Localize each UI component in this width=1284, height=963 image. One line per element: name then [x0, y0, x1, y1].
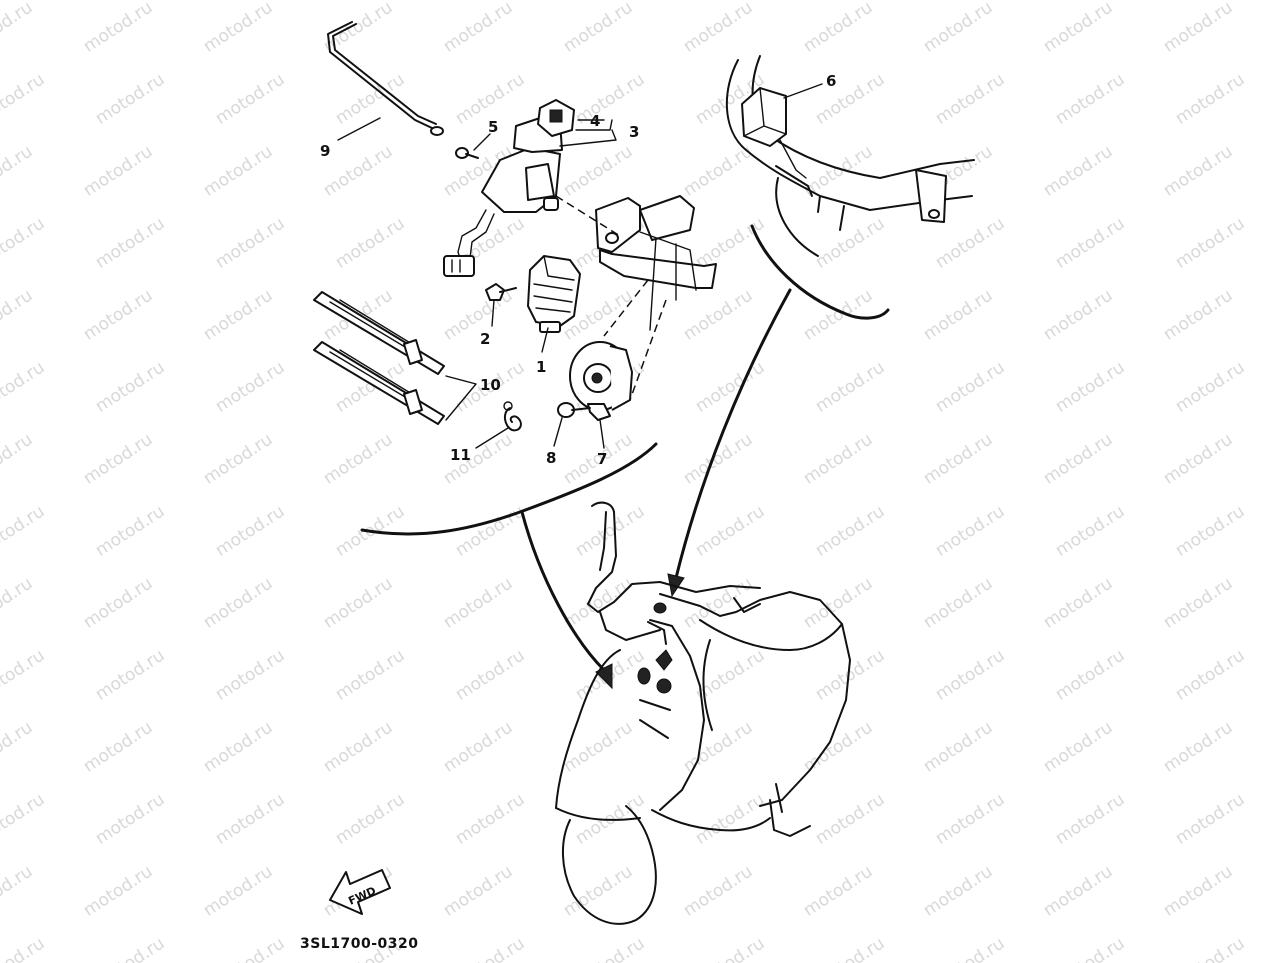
callout-1: 1: [536, 358, 546, 376]
part-2-bolt: [485, 283, 517, 301]
frame-tube-top: [725, 55, 975, 257]
callout-10: 10: [480, 376, 501, 394]
callout-labels: 9 5 4 3 6 2 1 10 11 8 7: [320, 72, 836, 468]
detail-curve-top-right: [750, 224, 890, 320]
leader-lines: [337, 83, 823, 449]
part-10-cable-ties: [313, 291, 445, 425]
scooter-outline: [555, 501, 851, 925]
part-3-main-switch: [443, 117, 563, 277]
fwd-arrow-icon: FWD: [329, 869, 391, 915]
part-4-key: [537, 99, 575, 137]
callout-4: 4: [590, 112, 600, 130]
pointer-arrow-left: [520, 510, 613, 690]
part-9-wire: [327, 21, 444, 136]
callout-3: 3: [629, 123, 639, 141]
part-6-relay: [741, 87, 807, 179]
callout-7: 7: [597, 450, 607, 468]
drawing-code: 3SL1700-0320: [300, 936, 419, 952]
callout-6: 6: [826, 72, 836, 90]
mounting-bracket: [595, 195, 717, 331]
part-7-horn: [569, 341, 633, 421]
part-5-screw: [455, 147, 479, 159]
part-8-bolt: [557, 402, 591, 418]
pointer-arrow-right: [667, 288, 792, 598]
callout-2: 2: [480, 330, 490, 348]
part-11-clip: [503, 401, 522, 432]
callout-8: 8: [546, 449, 556, 467]
part-1-regulator: [527, 255, 581, 333]
callout-11: 11: [450, 446, 471, 464]
callout-5: 5: [488, 118, 498, 136]
callout-9: 9: [320, 142, 330, 160]
detail-curve-left: [360, 442, 658, 536]
